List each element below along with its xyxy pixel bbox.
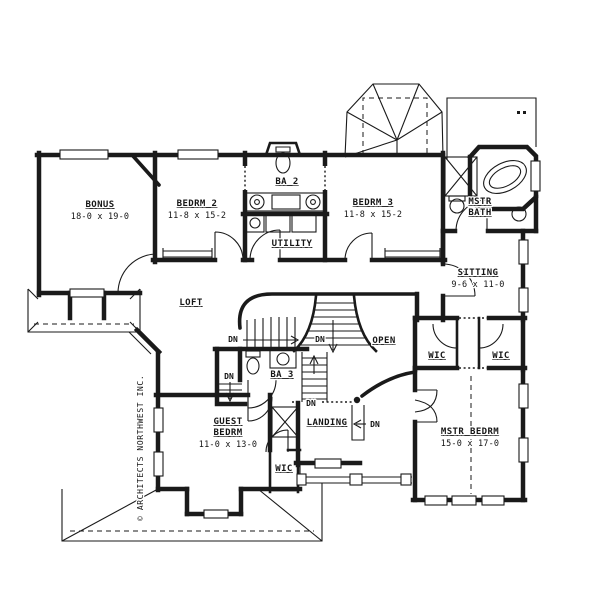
dn-lower-run: DN <box>306 399 316 408</box>
label-wic-right: WIC <box>492 351 509 361</box>
label-sitting: SITTING <box>458 268 499 278</box>
windows <box>59 149 541 519</box>
label-bedrm3: BEDRM 3 <box>353 198 394 208</box>
label-mstr-bath-2: BATH <box>468 208 491 218</box>
closets <box>162 248 441 260</box>
label-mstr-bath-1: MSTR <box>468 197 491 207</box>
label-bedrm2: BEDRM 2 <box>177 199 218 209</box>
dn-curved-run: DN <box>315 335 325 344</box>
stair-direction-labels: DN DN DN DN DN <box>223 334 381 431</box>
dims-bonus: 18-0 x 19-0 <box>71 212 130 222</box>
label-wic-left: WIC <box>428 351 445 361</box>
stairs <box>219 294 378 429</box>
stair-railings <box>237 291 420 486</box>
label-ba3: BA 3 <box>270 370 293 380</box>
copyright-text: © ARCHITECTS NORTHWEST INC. <box>136 375 145 521</box>
dn-attic-steps: DN <box>224 372 234 381</box>
label-loft: LOFT <box>179 298 202 308</box>
dims-mstr-bedrm: 15-0 x 17-0 <box>441 439 500 449</box>
roof-outlines <box>27 83 537 542</box>
room-labels: BONUS 18-0 x 19-0 BEDRM 2 11-8 x 15-2 BA… <box>69 176 510 476</box>
dims-bedrm2: 11-8 x 15-2 <box>168 211 227 221</box>
doors <box>117 199 504 453</box>
dims-guest: 11-0 x 13-0 <box>199 440 258 450</box>
label-utility: UTILITY <box>272 239 313 249</box>
label-guest-2: BEDRM <box>213 428 242 438</box>
label-wic-guest: WIC <box>275 464 292 474</box>
label-landing: LANDING <box>307 418 348 428</box>
fixtures <box>245 141 527 375</box>
label-mstr-bedrm: MSTR BEDRM <box>441 427 499 437</box>
label-open: OPEN <box>372 336 395 346</box>
label-ba2: BA 2 <box>275 177 298 187</box>
label-guest-1: GUEST <box>213 417 242 427</box>
dn-upper-run: DN <box>228 335 238 344</box>
dims-sitting: 9-6 x 11-0 <box>451 280 504 290</box>
label-bonus: BONUS <box>85 200 114 210</box>
dn-landing: DN <box>370 420 380 429</box>
dims-bedrm3: 11-8 x 15-2 <box>344 210 403 220</box>
